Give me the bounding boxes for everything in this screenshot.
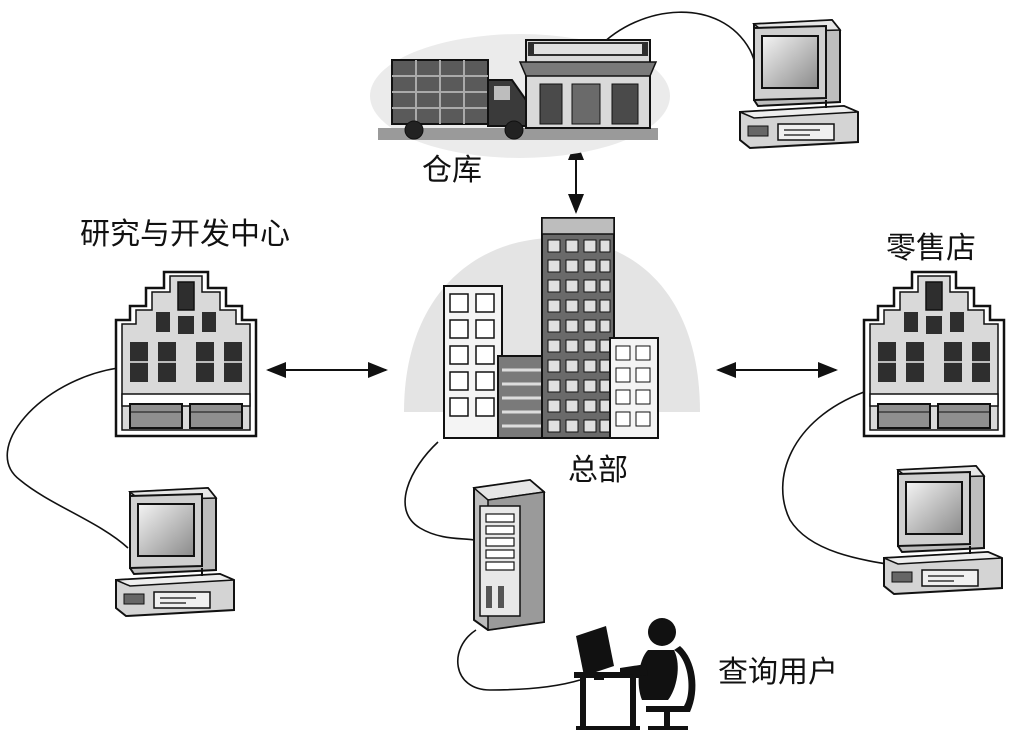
label-retail-store: 零售店 xyxy=(886,231,976,266)
warehouse-computer-icon xyxy=(739,19,859,149)
label-warehouse: 仓库 xyxy=(422,153,482,188)
warehouse-illustration xyxy=(370,34,670,158)
arrows xyxy=(266,140,838,378)
server-icon xyxy=(472,478,546,632)
retail-store-building xyxy=(862,270,1006,438)
query-user-icon xyxy=(574,618,696,730)
retail-computer-icon xyxy=(883,465,1003,595)
label-headquarters: 总部 xyxy=(568,453,628,488)
label-rnd-center: 研究与开发中心 xyxy=(80,217,290,252)
hq-server-cable xyxy=(404,441,475,541)
retail-computer-cable xyxy=(781,391,901,567)
server-user-cable xyxy=(457,629,581,691)
label-query-user: 查询用户 xyxy=(718,655,838,690)
rnd-center-building xyxy=(114,270,258,438)
rnd-computer-cable xyxy=(6,367,129,549)
rnd-computer-icon xyxy=(115,487,235,617)
headquarters-illustration xyxy=(404,217,700,439)
